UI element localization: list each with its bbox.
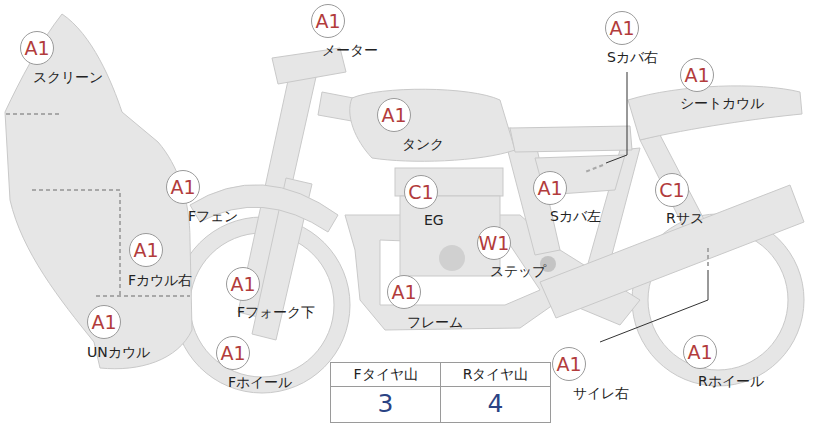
part-name: ステップ bbox=[490, 263, 546, 279]
callout-code: A1 bbox=[129, 233, 163, 267]
callout-code: A1 bbox=[552, 347, 586, 381]
part-name: UNカウル bbox=[87, 344, 150, 360]
damage-callout: A1メーター bbox=[311, 4, 345, 38]
damage-callout: A1UNカウル bbox=[87, 305, 121, 339]
damage-callout: A1フレーム bbox=[387, 275, 421, 309]
damage-callout: A1Fフォーク下 bbox=[226, 267, 260, 301]
part-name: サイレ右 bbox=[573, 385, 629, 401]
part-name: メーター bbox=[322, 42, 378, 58]
damage-callout: A1シートカウル bbox=[680, 58, 714, 92]
callout-code: A1 bbox=[533, 171, 567, 205]
table-header: Fタイヤ山 bbox=[331, 363, 440, 385]
damage-callout: A1Sカバ左 bbox=[533, 171, 567, 205]
damage-callout: A1サイレ右 bbox=[552, 347, 586, 381]
damage-callout: A1スクリーン bbox=[20, 31, 54, 65]
part-name: Fホイール bbox=[228, 374, 292, 390]
callout-code: A1 bbox=[311, 4, 345, 38]
damage-callout: C1EG bbox=[404, 175, 438, 209]
callout-code: A1 bbox=[605, 11, 639, 45]
part-name: Fフェン bbox=[188, 208, 238, 224]
damage-callout: A1Sカバ右 bbox=[605, 11, 639, 45]
callout-code: A1 bbox=[226, 267, 260, 301]
damage-callout: C1Rサス bbox=[655, 173, 689, 207]
damage-callout: A1Fカウル右 bbox=[129, 233, 163, 267]
part-name: Rサス bbox=[666, 210, 704, 226]
part-name: Fフォーク下 bbox=[237, 304, 315, 320]
callout-code: A1 bbox=[87, 305, 121, 339]
part-name: Fカウル右 bbox=[128, 272, 192, 288]
callout-code: A1 bbox=[387, 275, 421, 309]
part-name: シートカウル bbox=[680, 95, 764, 111]
callout-code: A1 bbox=[680, 58, 714, 92]
part-name: フレーム bbox=[407, 314, 463, 330]
callout-code: A1 bbox=[166, 170, 200, 204]
part-name: Sカバ左 bbox=[550, 208, 601, 224]
callout-code: A1 bbox=[683, 335, 717, 369]
tyre-tread-value: 3 bbox=[331, 387, 440, 421]
damage-callout: A1Fホイール bbox=[216, 336, 250, 370]
callout-code: W1 bbox=[477, 226, 511, 260]
part-name: Sカバ右 bbox=[607, 49, 658, 65]
damage-callout: A1Fフェン bbox=[166, 170, 200, 204]
callout-code: A1 bbox=[377, 98, 411, 132]
tyre-tread-value: 4 bbox=[441, 387, 550, 421]
callout-code: A1 bbox=[20, 31, 54, 65]
part-name: スクリーン bbox=[33, 69, 103, 85]
damage-callout: A1Rホイール bbox=[683, 335, 717, 369]
callout-code: A1 bbox=[216, 336, 250, 370]
table-header: Rタイヤ山 bbox=[441, 363, 550, 385]
callout-code: C1 bbox=[404, 175, 438, 209]
damage-callout: W1ステップ bbox=[477, 226, 511, 260]
damage-callout: A1タンク bbox=[377, 98, 411, 132]
part-name: タンク bbox=[402, 136, 444, 152]
part-name: Rホイール bbox=[698, 373, 764, 389]
part-name: EG bbox=[424, 212, 444, 228]
callout-code: C1 bbox=[655, 173, 689, 207]
